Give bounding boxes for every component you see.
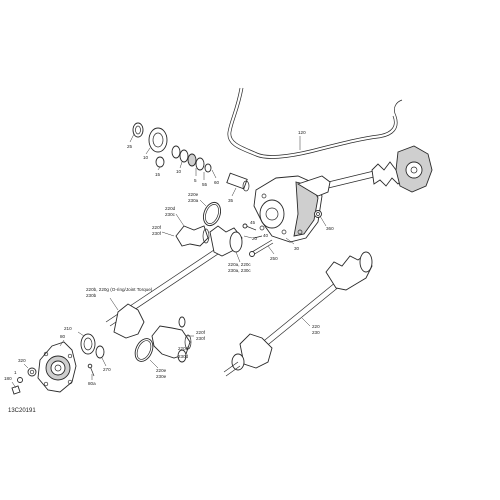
stud-250: [249, 239, 274, 257]
wheel-hub: [37, 341, 77, 393]
callout-230d-b: 230d: [178, 354, 189, 359]
upper-right-axle: [319, 145, 433, 193]
callout-25: 25: [127, 144, 133, 149]
figure-id: 13C20191: [8, 408, 36, 414]
callout-220e-b: 220e: [156, 368, 167, 373]
callout-230e-b: 230e: [156, 374, 167, 379]
callout-80a: 80a: [88, 381, 96, 386]
callout-220-r: 220: [312, 324, 320, 329]
callout-230-r: 230: [312, 330, 320, 335]
washer-1: [17, 377, 23, 383]
vent-hose: [227, 87, 403, 159]
clamp-small-lower: [178, 316, 186, 328]
clamp-ring-lower: [134, 338, 154, 362]
left-upper-outer-boot: [113, 303, 145, 339]
lower-right-axle: [223, 251, 373, 377]
callout-220b: 220b, 220g (O-ring/Joint Torque): [86, 287, 153, 292]
callout-320: 320: [18, 358, 26, 363]
callout-230a-a: 230a: [188, 198, 199, 203]
callout-230f-a: 230f: [152, 231, 162, 236]
seal-25: [132, 122, 144, 138]
callout-180: 180: [4, 376, 12, 381]
left-upper-axle: [105, 225, 243, 339]
callout-230f-b: 230f: [196, 336, 206, 341]
callout-55: 55: [202, 182, 208, 187]
boot-clamp-large: [202, 201, 222, 227]
joint-cup-lower: [177, 349, 187, 363]
callout-5: 5: [194, 178, 197, 183]
callout-120: 120: [298, 130, 306, 135]
differential-housing: [253, 175, 331, 243]
bearing-10: [148, 127, 168, 153]
callout-220a: 220a, 220c: [228, 262, 251, 267]
callout-220e-a: 220e: [188, 192, 199, 197]
callout-250: 250: [270, 256, 278, 261]
callout-220d-b: 220d: [178, 346, 189, 351]
callout-270: 270: [103, 367, 111, 372]
callout-15: 15: [155, 172, 161, 177]
spacer-270: [95, 345, 105, 359]
callout-220f-b: 220f: [196, 330, 206, 335]
callout-10b: 10: [176, 169, 182, 174]
bolt-45: [242, 223, 257, 231]
callout-220f-a: 220f: [152, 225, 162, 230]
nut-320: [27, 367, 37, 377]
cotter-180: [11, 385, 21, 395]
callout-40: 40: [263, 233, 269, 238]
callout-35: 35: [228, 198, 234, 203]
callout-60: 60: [214, 180, 220, 185]
sleeve-35: [226, 172, 250, 192]
callout-220d-a: 220d: [165, 206, 176, 211]
callout-80: 80: [60, 334, 66, 339]
fastener-360: [314, 210, 322, 218]
callout-230a: 230a, 230c: [228, 268, 251, 273]
bearing-ring: [80, 333, 96, 355]
boot-kit-upper: [175, 225, 210, 247]
callout-30: 30: [294, 246, 300, 251]
callout-210: 210: [64, 326, 72, 331]
callout-1: 1: [14, 370, 17, 375]
callout-230c-a: 230c: [165, 212, 176, 217]
callout-360: 360: [326, 226, 334, 231]
callout-10: 10: [143, 155, 149, 160]
callout-45: 45: [250, 220, 256, 225]
lower-right-outer-boot: [239, 333, 273, 369]
bolt-40: [253, 235, 263, 239]
gear-shaft-stack: [171, 145, 212, 173]
stud-80a: [87, 363, 95, 377]
callout-230b: 230b: [86, 293, 97, 298]
callout-20: 20: [252, 236, 258, 241]
ring-15: [155, 156, 165, 168]
